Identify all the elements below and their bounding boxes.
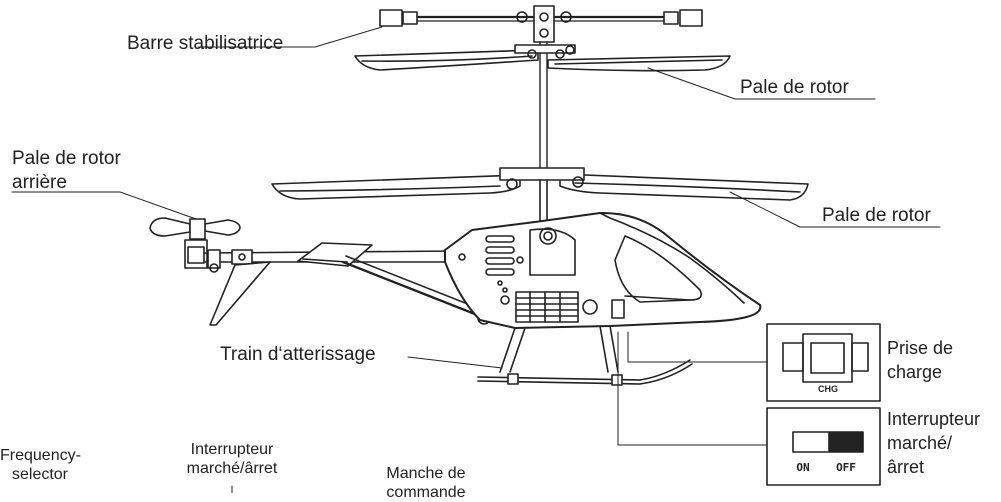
charging-port-inset [766, 323, 881, 402]
control-stick-label-line1: Manche de [386, 465, 466, 482]
power-switch-label-line3: ârret [887, 457, 925, 477]
lower-rotor [271, 167, 809, 241]
fuselage [444, 211, 762, 329]
power-switch-inset [766, 407, 881, 486]
leader-lines [11, 26, 941, 493]
controller-power-switch-label-line2: marché/ârret [186, 460, 278, 477]
frequency-selector-label-line1: Frequency- [0, 447, 81, 464]
tail-rotor-blade-label: Pale de rotor arrière [12, 147, 121, 195]
stabilizer-bar-label: Barre stabilisatrice [127, 33, 284, 54]
frequency-selector-label: Frequency- selector [0, 446, 81, 484]
landing-gear-label: Train d‘atterissage [220, 344, 376, 365]
upper-rotor [354, 41, 731, 176]
landing-gear [477, 325, 693, 386]
power-switch-label-line1: Interrupteur [887, 409, 981, 429]
power-switch-label-line2: marché/ [887, 433, 953, 453]
control-stick-label: Manche de commande [376, 464, 476, 502]
chg-label: CHG [818, 384, 838, 394]
on-label: ON [796, 461, 809, 474]
tail-rotor [149, 217, 241, 269]
charging-port-label-line2: charge [887, 362, 943, 382]
charging-port-label-line1: Prise de [887, 338, 954, 358]
tail-rotor-blade-label-line2: arrière [12, 172, 67, 193]
charging-port-label: Prise de charge [887, 336, 953, 384]
controller-power-switch-label: Interrupteur marché/ârret [170, 440, 294, 478]
tail-rotor-blade-label-line1: Pale de rotor [12, 148, 121, 169]
tail-boom [204, 242, 491, 326]
frequency-selector-label-line2: selector [11, 466, 69, 483]
off-label: OFF [836, 461, 856, 474]
power-switch-label: Interrupteur marché/ ârret [887, 407, 980, 479]
stabilizer-bar [379, 5, 703, 43]
controller-power-switch-label-line1: Interrupteur [190, 441, 274, 458]
main-rotor-blade-bottom-label: Pale de rotor [822, 205, 931, 226]
main-rotor-blade-top-label: Pale de rotor [740, 77, 849, 98]
